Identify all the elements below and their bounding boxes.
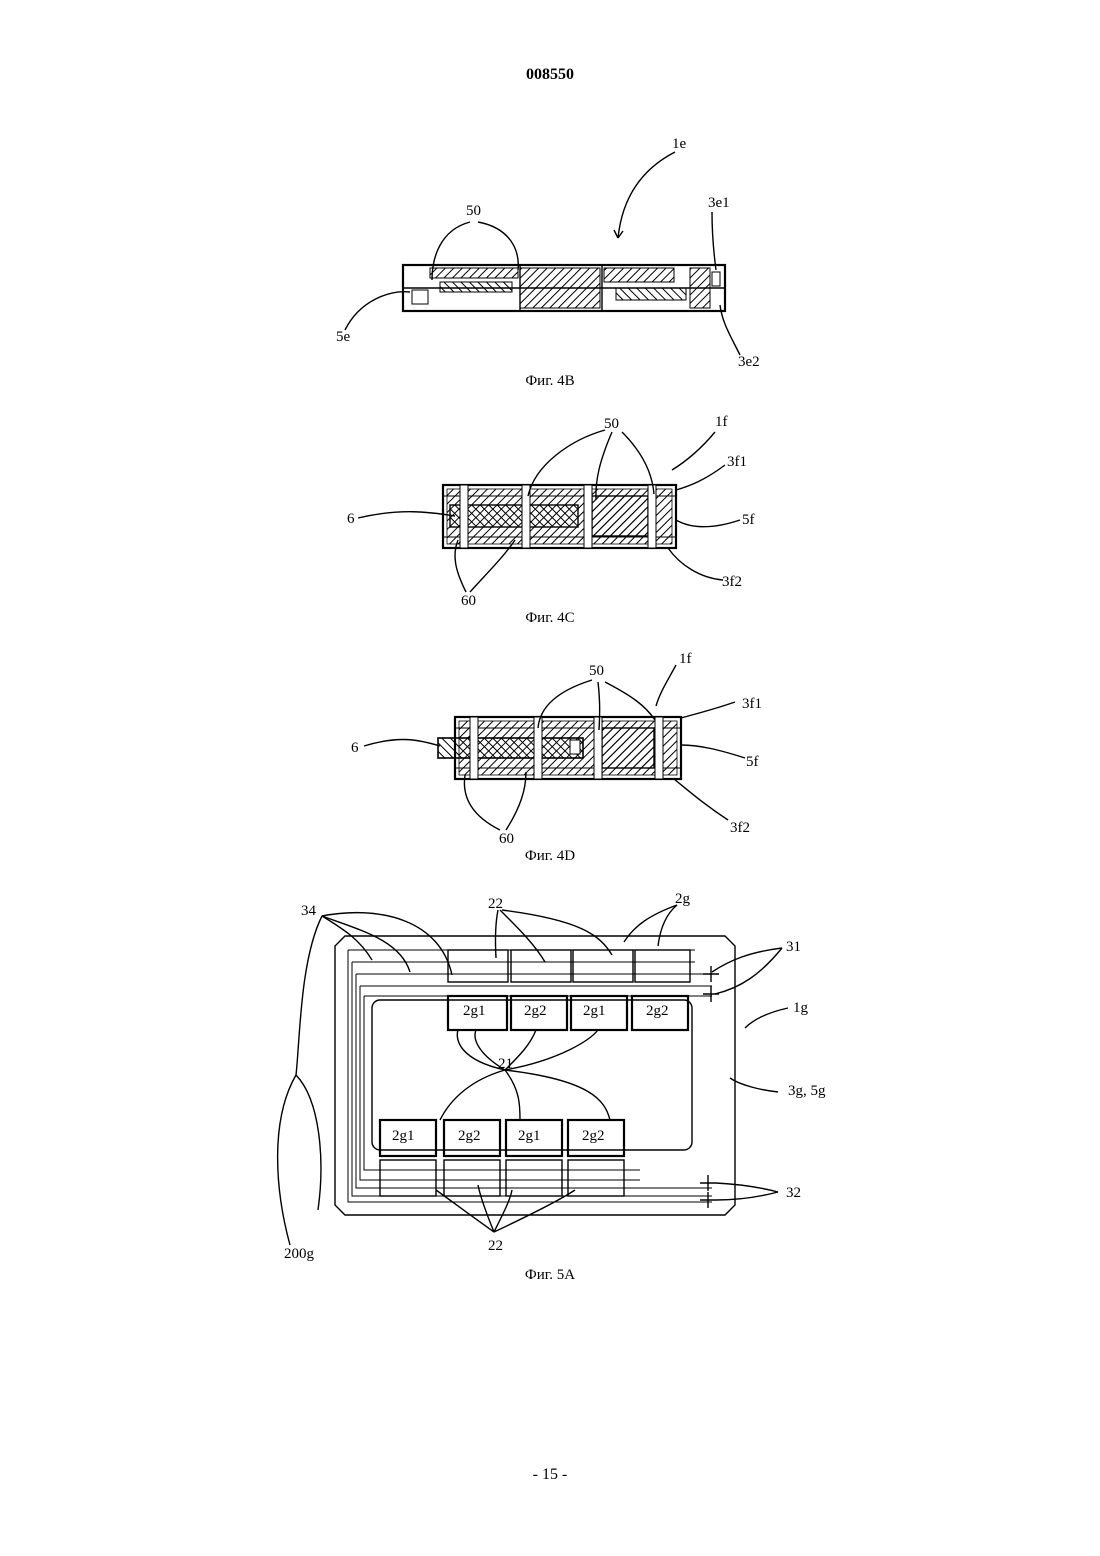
caption-fig-5a: Фиг. 5A: [0, 1267, 1100, 1284]
label-31: 31: [786, 939, 801, 955]
label-50: 50: [589, 663, 604, 679]
label-34: 34: [301, 903, 317, 919]
chip-label-top-4: 2g2: [646, 1003, 669, 1019]
terminals-5a: [700, 966, 719, 1208]
label-3f1: 3f1: [742, 696, 762, 712]
label-200g: 200g: [284, 1246, 315, 1262]
label-21: 21: [498, 1056, 513, 1072]
figure-4d-drawing: 50 1f 3f1 6 5f 3f2 60: [0, 648, 1100, 848]
label-3e2: 3e2: [738, 354, 760, 370]
chip-label-bottom-1: 2g1: [392, 1128, 415, 1144]
label-50: 50: [466, 203, 481, 219]
label-1f: 1f: [715, 414, 728, 430]
label-50: 50: [604, 416, 619, 432]
chip-label-bottom-4: 2g2: [582, 1128, 605, 1144]
label-1f: 1f: [679, 651, 692, 667]
label-22-bottom: 22: [488, 1238, 503, 1254]
caption-fig-4c: Фиг. 4C: [0, 610, 1100, 627]
label-32: 32: [786, 1185, 801, 1201]
chip-label-top-1: 2g1: [463, 1003, 486, 1019]
label-60: 60: [461, 593, 476, 608]
chip-label-top-3: 2g1: [583, 1003, 606, 1019]
card-outline-5a: [335, 936, 735, 1215]
figure-5a-drawing: 2g1 2g2 2g1 2g2 2g1 2g2 2g1 2g2: [0, 885, 1100, 1265]
label-22-top: 22: [488, 896, 503, 912]
label-5f: 5f: [746, 754, 759, 770]
chip-label-top-2: 2g2: [524, 1003, 547, 1019]
document-number: 008550: [0, 66, 1100, 84]
label-60: 60: [499, 831, 514, 847]
label-3f1: 3f1: [727, 454, 747, 470]
leader-lines-5a: [278, 905, 788, 1245]
label-6: 6: [351, 740, 359, 756]
figure-4c-drawing: 50 1f 3f1 6 5f 3f2 60: [0, 408, 1100, 608]
label-3f2: 3f2: [730, 820, 750, 836]
label-3e1: 3e1: [708, 195, 730, 211]
caption-fig-4b: Фиг. 4B: [0, 373, 1100, 390]
chip-label-bottom-3: 2g1: [518, 1128, 541, 1144]
caption-fig-4d: Фиг. 4D: [0, 848, 1100, 865]
card-cross-section-4c: [443, 485, 676, 548]
label-5e: 5e: [336, 329, 351, 345]
label-3g-5g: 3g, 5g: [788, 1083, 826, 1099]
label-3f2: 3f2: [722, 574, 742, 590]
card-cross-section-4d: [438, 717, 681, 779]
page-footer: - 15 -: [0, 1466, 1100, 1484]
module-row-bottom-5a: 2g1 2g2 2g1 2g2: [380, 1120, 624, 1196]
label-5f: 5f: [742, 512, 755, 528]
chip-label-bottom-2: 2g2: [458, 1128, 481, 1144]
label-6: 6: [347, 511, 355, 527]
leader-lines-4b: [345, 152, 740, 355]
card-cross-section-4b: [403, 265, 725, 311]
figure-4b-drawing: 1e 50 3e1 5e 3e2: [0, 125, 1100, 370]
conductor-tracks-5a: [348, 950, 712, 1202]
label-2g: 2g: [675, 891, 691, 907]
label-1g: 1g: [793, 1000, 809, 1016]
label-1e: 1e: [672, 136, 687, 152]
